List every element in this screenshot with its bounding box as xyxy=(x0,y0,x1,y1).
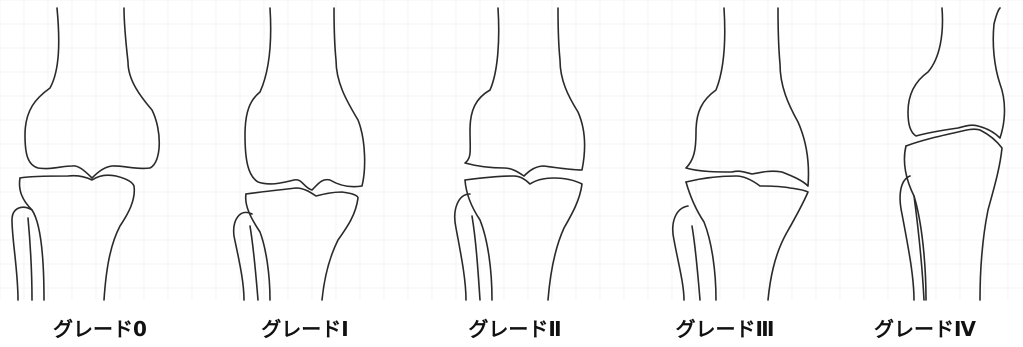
grade-label: グレードⅣ xyxy=(830,313,1020,342)
tibia-outline xyxy=(465,176,582,300)
grade-label: グレード0 xyxy=(5,313,195,342)
knee-drawing-grade-1 xyxy=(200,0,410,305)
fibula-inner-edge xyxy=(472,216,480,300)
tibia-outline xyxy=(686,176,808,300)
knee-drawing-grade-4 xyxy=(830,0,1023,305)
grade-label: グレードⅢ xyxy=(630,313,820,342)
panel-grade-1: グレードⅠ xyxy=(200,0,410,347)
grade-label: グレードⅠ xyxy=(210,313,400,342)
knee-drawing-grade-2 xyxy=(410,0,620,305)
fibula-inner-edge xyxy=(28,218,32,300)
femur-outline xyxy=(908,8,1005,138)
panel-grade-2: グレードⅡ xyxy=(410,0,620,347)
knee-drawing-grade-0 xyxy=(0,0,200,305)
tibia-outline xyxy=(906,129,1002,300)
tibia-outline xyxy=(246,188,358,300)
fibula-outline xyxy=(234,212,252,300)
tibia-medial-edge xyxy=(246,194,270,300)
knee-drawing-grade-3 xyxy=(620,0,830,305)
tibia-medial-edge xyxy=(686,182,716,300)
panel-grade-0: グレード0 xyxy=(0,0,200,347)
femur-outline xyxy=(25,8,159,178)
femur-outline xyxy=(245,8,365,190)
fibula-outline xyxy=(455,194,470,300)
fibula-outline xyxy=(900,176,914,300)
femur-outline xyxy=(686,8,809,186)
fibula-inner-edge xyxy=(914,196,924,300)
grade-label: グレードⅡ xyxy=(420,313,610,342)
fibula-outline xyxy=(673,206,688,300)
femur-outline xyxy=(465,8,585,176)
fibula-inner-edge xyxy=(250,226,258,300)
tibia-outline xyxy=(20,175,134,300)
fibula-inner-edge xyxy=(692,226,700,300)
panel-grade-4: グレードⅣ xyxy=(830,0,1023,347)
panel-grade-3: グレードⅢ xyxy=(620,0,830,347)
